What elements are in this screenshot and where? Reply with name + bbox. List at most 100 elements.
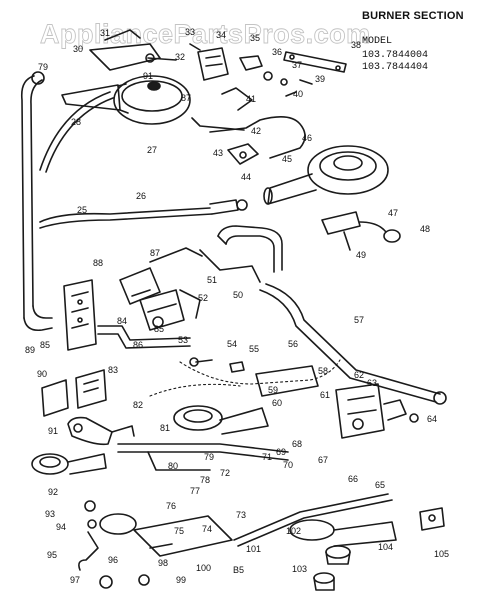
callout-81: 81 (160, 423, 170, 433)
callout-65: 65 (375, 480, 385, 490)
callout-101: 101 (246, 544, 261, 554)
igniter-47-49 (321, 211, 401, 251)
bracket-88 (63, 279, 97, 351)
bracket-105 (419, 507, 445, 531)
gas-line-28 (39, 91, 114, 173)
model-label: MODEL (362, 36, 393, 47)
callout-46: 46 (302, 133, 312, 143)
callout-67: 67 (318, 455, 328, 465)
callout-58: 58 (318, 366, 328, 376)
callout-98: 98 (158, 558, 168, 568)
model-number-1: 103.7844004 (362, 50, 429, 61)
clip-90 (41, 379, 69, 417)
callout-66: 66 (348, 474, 358, 484)
callout-77: 77 (190, 486, 200, 496)
callout-85: 85 (40, 340, 50, 350)
callout-35: 35 (250, 33, 260, 43)
callout-53: 53 (178, 335, 188, 345)
callout-86: 86 (133, 340, 143, 350)
callout-62: 62 (354, 370, 364, 380)
callout-37: 37 (292, 60, 302, 70)
callout-74: 74 (202, 524, 212, 534)
callout-99: 99 (176, 575, 186, 585)
callout-B5: B5 (233, 565, 244, 575)
orifice-bracket-34 (189, 43, 229, 81)
callout-27: 27 (147, 145, 157, 155)
callout-91: 91 (143, 71, 153, 81)
callout-59: 59 (268, 385, 278, 395)
callout-84: 84 (117, 316, 127, 326)
rod-41 (191, 87, 306, 159)
callout-100: 100 (196, 563, 211, 573)
callout-105: 105 (434, 549, 449, 559)
callout-88: 88 (93, 258, 103, 268)
burner-100 (99, 513, 233, 557)
watermark-text: AppliancePartsPros.com (40, 19, 371, 49)
callout-45: 45 (282, 154, 292, 164)
knob-104 (325, 545, 351, 565)
callout-44: 44 (241, 172, 251, 182)
callout-63: 63 (367, 378, 377, 388)
callout-48: 48 (420, 224, 430, 234)
fittings-93-99 (78, 500, 150, 589)
callout-79: 79 (204, 452, 214, 462)
callout-28: 28 (71, 117, 81, 127)
callout-52: 52 (198, 293, 208, 303)
callout-33: 33 (185, 27, 195, 37)
model-number-2: 103.7844404 (362, 62, 429, 73)
callout-64: 64 (427, 414, 437, 424)
callout-39: 39 (315, 74, 325, 84)
callout-87: 87 (150, 248, 160, 258)
screw-54 (189, 357, 245, 373)
pipe-57 (259, 283, 447, 405)
callout-55: 55 (249, 344, 259, 354)
callout-92: 92 (48, 487, 58, 497)
callout-32: 32 (175, 52, 185, 62)
clip-83 (75, 369, 107, 409)
callout-40: 40 (293, 89, 303, 99)
callout-47: 47 (388, 208, 398, 218)
callout-85: 85 (154, 324, 164, 334)
tube-101 (233, 493, 393, 547)
callout-97: 97 (70, 575, 80, 585)
callout-56: 56 (288, 339, 298, 349)
air-shutter-91 (67, 416, 135, 446)
left-supply-tube (20, 71, 53, 332)
knob-103 (313, 572, 335, 591)
manifold-50 (119, 225, 283, 305)
callout-49: 49 (356, 250, 366, 260)
strap-38 (239, 51, 347, 97)
callout-41: 41 (246, 94, 256, 104)
valve-assembly-58 (255, 365, 419, 439)
burner-102 (289, 519, 397, 547)
valve-43 (227, 143, 259, 165)
callout-34: 34 (216, 30, 226, 40)
callout-50: 50 (233, 290, 243, 300)
callout-60: 60 (272, 398, 282, 408)
callout-102: 102 (286, 526, 301, 536)
callout-31: 31 (100, 28, 110, 38)
rear-burner-27 (61, 75, 191, 125)
callout-51: 51 (207, 275, 217, 285)
tube-84 (97, 325, 191, 349)
section-title: BURNER SECTION (362, 10, 464, 22)
callout-38: 38 (351, 40, 361, 50)
gas-tube-26 (39, 199, 248, 229)
callout-61: 61 (320, 390, 330, 400)
callout-90: 90 (37, 369, 47, 379)
callout-91: 91 (48, 426, 58, 436)
callout-104: 104 (378, 542, 393, 552)
callout-70: 70 (283, 460, 293, 470)
tube-80 (117, 443, 289, 471)
callout-78: 78 (200, 475, 210, 485)
callout-42: 42 (251, 126, 261, 136)
callout-75: 75 (174, 526, 184, 536)
callout-93: 93 (45, 509, 55, 519)
callout-26: 26 (136, 191, 146, 201)
callout-82: 82 (133, 400, 143, 410)
burner-92 (31, 453, 107, 475)
callout-95: 95 (47, 550, 57, 560)
callout-54: 54 (227, 339, 237, 349)
